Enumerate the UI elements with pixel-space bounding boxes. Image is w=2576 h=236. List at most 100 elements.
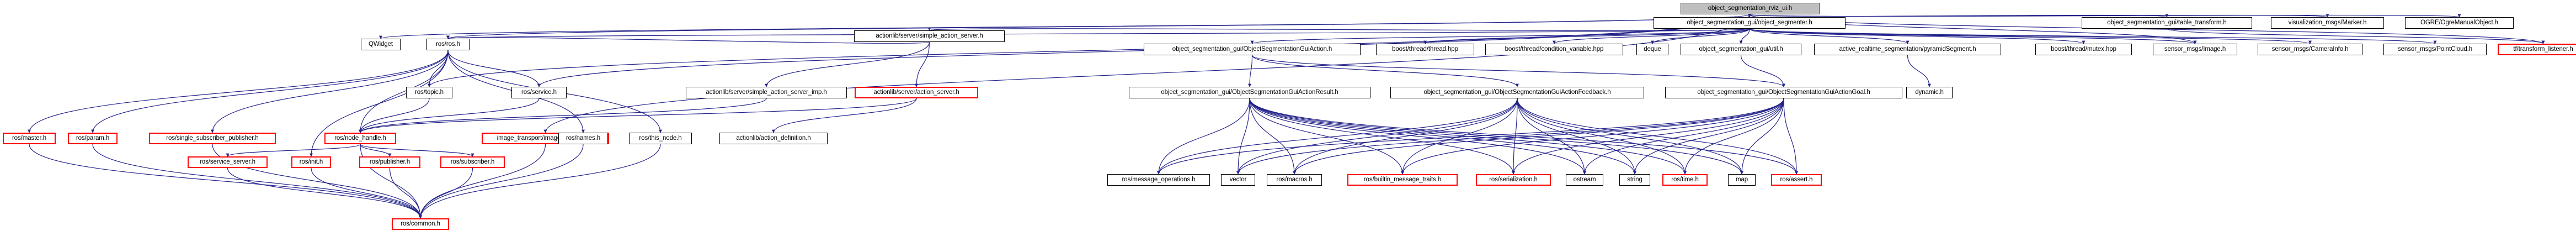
graph-edge [1157, 98, 1784, 175]
graph-node-n3[interactable]: ros/ros.h [426, 39, 470, 50]
graph-node-n11[interactable]: boost/thread/mutex.hpp [2035, 44, 2132, 55]
graph-edge [1739, 28, 1750, 44]
graph-edge [1517, 98, 1743, 175]
graph-node-n38[interactable]: object_segmentation_gui/ObjectSegmentati… [1665, 87, 1902, 98]
graph-edge [1633, 98, 1784, 175]
graph-node-n22[interactable]: actionlib/server/action_server.h [855, 87, 978, 98]
graph-edge [1236, 98, 1784, 175]
graph-node-n30[interactable]: ros/publisher.h [359, 156, 420, 168]
graph-edge [428, 50, 449, 87]
graph-edge [1157, 98, 1250, 175]
graph-edge [1249, 98, 1636, 175]
graph-node-n44[interactable]: ostream [1566, 174, 1603, 186]
graph-edge [379, 14, 1751, 39]
graph-edge [1749, 28, 2086, 44]
graph-node-n25[interactable]: ros/single_subscriber_publisher.h [149, 133, 276, 144]
graph-node-n23[interactable]: ros/master.h [3, 133, 56, 144]
graph-edge [1250, 28, 1750, 44]
graph-node-n7[interactable]: boost/thread/condition_variable.hpp [1485, 44, 1623, 55]
graph-edge [359, 98, 767, 133]
graph-node-n6[interactable]: boost/thread/thread.hpp [1376, 44, 1474, 55]
graph-edge [1651, 28, 1750, 44]
graph-node-n33[interactable]: ros/this_node.h [629, 133, 692, 144]
graph-node-n41[interactable]: ros/macros.h [1267, 174, 1322, 186]
graph-edge [360, 144, 392, 157]
graph-node-n42[interactable]: ros/builtin_message_traits.h [1347, 174, 1458, 186]
graph-node-n24[interactable]: ros/param.h [68, 133, 118, 144]
graph-edge [1783, 98, 1798, 175]
graph-edge [1517, 98, 1798, 175]
graph-edge [1517, 98, 1687, 175]
graph-edge [1740, 55, 1785, 87]
graph-node-n4[interactable]: actionlib/server/simple_action_server.h [854, 30, 1005, 42]
graph-node-n47[interactable]: map [1728, 174, 1756, 186]
graph-node-n20[interactable]: ros/service.h [511, 87, 567, 98]
graph-node-n35[interactable]: ros/common.h [392, 218, 449, 230]
graph-edge [1683, 98, 1784, 175]
graph-edge [1249, 98, 1296, 175]
graph-edge [359, 98, 430, 133]
graph-node-n2[interactable]: QWidget [361, 39, 401, 50]
graph-node-n34[interactable]: actionlib/action_definition.h [719, 133, 828, 144]
graph-edge [1749, 28, 1910, 44]
graph-node-n19[interactable]: ros/topic.h [406, 87, 452, 98]
graph-node-n32[interactable]: ros/names.h [558, 133, 608, 144]
graph-edge [227, 167, 422, 219]
graph-edge [360, 144, 422, 219]
graph-edge [1517, 98, 1636, 175]
graph-edge [2166, 28, 2545, 44]
graph-node-n37[interactable]: object_segmentation_gui/ObjectSegmentati… [1390, 87, 1644, 98]
graph-edge [1749, 28, 2197, 44]
graph-node-n9[interactable]: object_segmentation_gui/util.h [1681, 44, 1801, 55]
graph-edge [772, 98, 917, 133]
graph-node-n13[interactable]: sensor_msgs/CameraInfo.h [2258, 44, 2362, 55]
graph-edge [1401, 98, 1784, 175]
graph-edge [389, 167, 422, 219]
graph-node-n45[interactable]: string [1619, 174, 1650, 186]
graph-node-n17[interactable]: visualization_msgs/Marker.h [2271, 17, 2384, 29]
graph-edge [1512, 98, 1518, 175]
graph-edge [212, 144, 422, 219]
graph-node-n5[interactable]: object_segmentation_gui/ObjectSegmentati… [1144, 44, 1361, 55]
graph-node-n21[interactable]: actionlib/server/simple_action_server_im… [686, 87, 847, 98]
graph-edge [29, 144, 422, 219]
graph-node-n31[interactable]: ros/subscriber.h [440, 156, 505, 168]
graph-edge [1423, 28, 1750, 44]
graph-node-n16[interactable]: object_segmentation_gui/table_transform.… [2082, 17, 2252, 29]
graph-edge [226, 144, 361, 157]
graph-edge [359, 98, 917, 133]
graph-node-n15[interactable]: tf/transform_listener.h [2498, 44, 2576, 55]
graph-edge [1249, 98, 1404, 175]
graph-node-n46[interactable]: ros/time.h [1662, 174, 1708, 186]
graph-node-n39[interactable]: ros/message_operations.h [1107, 174, 1210, 186]
graph-node-n14[interactable]: sensor_msgs/PointCloud.h [2383, 44, 2487, 55]
graph-node-n43[interactable]: ros/serialization.h [1476, 174, 1551, 186]
graph-edge [1249, 98, 1743, 175]
graph-edge [1157, 98, 1518, 175]
graph-node-n28[interactable]: ros/service_server.h [188, 156, 268, 168]
graph-edge [419, 144, 546, 219]
graph-edge [1749, 28, 2437, 44]
graph-node-n10[interactable]: active_realtime_segmentation/pyramidSegm… [1814, 44, 2001, 55]
graph-edge [1249, 98, 1586, 175]
graph-edge [1583, 98, 1784, 175]
graph-node-n8[interactable]: deque [1636, 44, 1668, 55]
graph-node-n48[interactable]: ros/assert.h [1771, 174, 1822, 186]
graph-edge [1749, 28, 2312, 44]
graph-edge [311, 167, 422, 219]
graph-node-n29[interactable]: ros/init.h [291, 156, 331, 168]
graph-node-n40[interactable]: vector [1221, 174, 1255, 186]
graph-edge [447, 28, 1750, 39]
graph-node-n18[interactable]: OGRE/OgreManualObject.h [2405, 17, 2514, 29]
graph-edge [915, 41, 930, 87]
graph-node-n1[interactable]: object_segmentation_gui/object_segmenter… [1654, 17, 1846, 29]
graph-node-n12[interactable]: sensor_msgs/Image.h [2153, 44, 2237, 55]
graph-node-n36[interactable]: object_segmentation_gui/ObjectSegmentati… [1129, 87, 1370, 98]
graph-edge [1401, 98, 1518, 175]
graph-edge [359, 98, 540, 133]
graph-node-n0[interactable]: object_segmentation_rviz_ui.h [1681, 3, 1820, 14]
graph-edge [419, 167, 473, 219]
graph-node-n26[interactable]: ros/node_handle.h [324, 133, 396, 144]
graph-node-n49[interactable]: dynamic.h [1906, 87, 1953, 98]
